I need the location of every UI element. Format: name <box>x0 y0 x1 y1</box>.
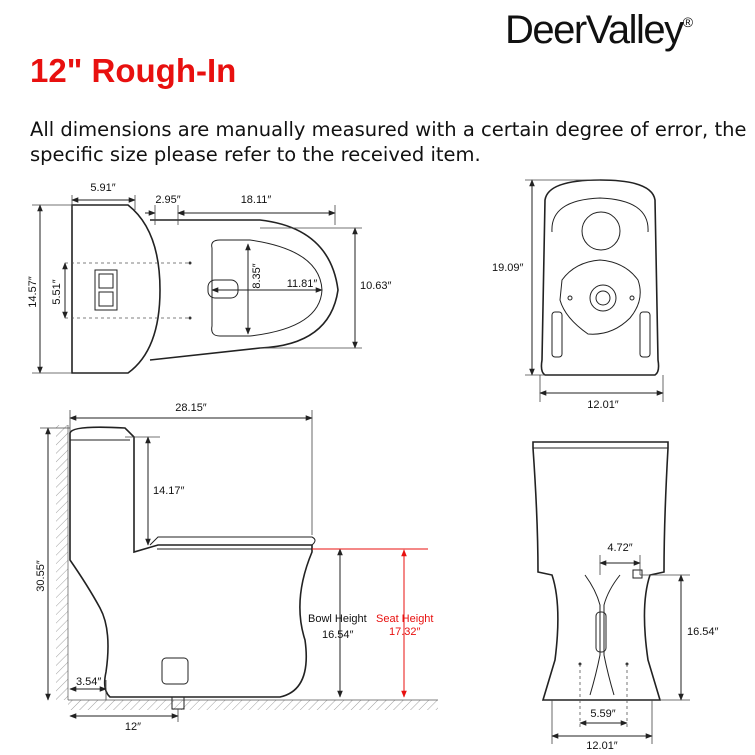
seat-height-caption: Seat Height <box>376 613 433 625</box>
top-width-label: 14.57″ <box>27 276 39 308</box>
top-opening-width-label: 8.35″ <box>251 263 263 288</box>
floor-hatching <box>68 700 438 710</box>
top-button-height-label: 5.51″ <box>51 279 63 304</box>
front-view: 4.72″ 16.54″ 5.59″ 12.01″ <box>532 441 719 752</box>
side-base-wall-label: 3.54″ <box>76 676 101 688</box>
side-body-outline <box>69 426 313 698</box>
page-title: 12" Rough-In <box>30 52 237 89</box>
side-tank-height-label: 14.17″ <box>153 485 185 497</box>
registered-mark: ® <box>682 14 694 30</box>
outlet-cover <box>161 657 189 685</box>
front-width-label: 12.01″ <box>586 740 618 752</box>
flush-button-full <box>98 291 114 307</box>
top-gap-label: 2.95″ <box>155 194 180 206</box>
tank-outline <box>71 204 161 374</box>
flush-button-outline <box>94 269 118 311</box>
top-bowl-length-label: 18.11″ <box>241 194 272 206</box>
rear-length-label: 19.09″ <box>492 262 524 274</box>
rear-top-view: 19.09″ 12.01″ <box>492 179 664 411</box>
wall-hatching <box>56 425 68 700</box>
top-bowl-width-label: 10.63″ <box>360 280 392 292</box>
front-base-width-label: 5.59″ <box>590 708 615 720</box>
top-tank-depth-label: 5.91″ <box>90 182 115 194</box>
bowl-outline <box>149 219 339 361</box>
top-view: 5.91″ 2.95″ 18.11″ 14.57″ 5.51″ 8.35″ 11… <box>27 182 392 374</box>
bowl-height-caption: Bowl Height <box>308 613 367 625</box>
front-height-label: 16.54″ <box>687 626 719 638</box>
rear-width-label: 12.01″ <box>587 399 619 411</box>
side-height-label: 30.55″ <box>35 560 47 592</box>
bowl-height-value: 16.54″ <box>322 629 354 641</box>
brand-name: DeerValley <box>505 8 684 52</box>
side-rough-in-label: 12″ <box>125 721 141 733</box>
rear-tank-circle <box>581 211 621 251</box>
disclaimer-text: All dimensions are manually measured wit… <box>30 118 747 166</box>
front-top-offset-label: 4.72″ <box>607 542 632 554</box>
top-opening-length-label: 11.81″ <box>287 278 318 290</box>
seat-height-value: 17.32″ <box>389 626 421 638</box>
side-length-label: 28.15″ <box>175 402 207 414</box>
flush-button-half <box>98 273 114 289</box>
front-body-outline <box>532 441 669 701</box>
rear-body-outline <box>540 179 660 376</box>
brand-logo: DeerValley® <box>505 8 693 53</box>
side-view: 28.15″ 14.17″ 30.55″ 3.54″ 12″ Bowl Heig… <box>35 402 438 733</box>
